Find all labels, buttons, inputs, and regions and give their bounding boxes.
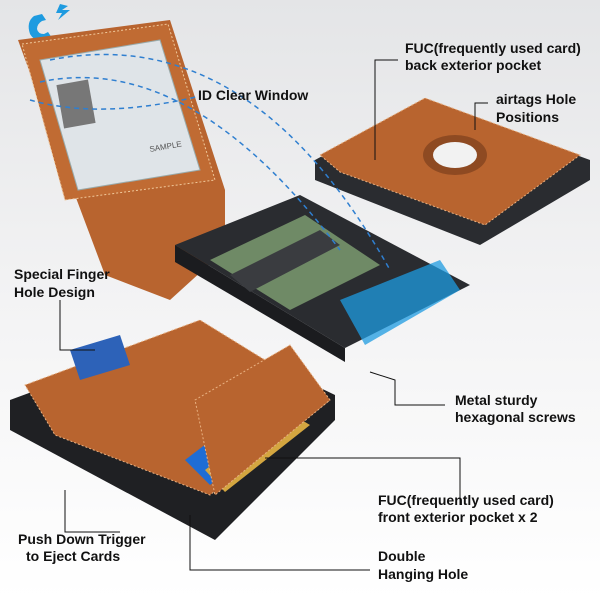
hanging-hole-label-1: Double [378, 548, 426, 564]
front-pocket-label-1: FUC(frequently used card) [378, 492, 554, 508]
leader-lines [59, 59, 488, 571]
airtag-label-1: airtags Hole [496, 91, 577, 107]
finger-hole-label-2: Hole Design [14, 284, 95, 300]
id-window-label: ID Clear Window [198, 87, 309, 103]
metal-cardholder-with-clip [175, 195, 470, 362]
magnet-lightning-icon [28, 4, 70, 42]
trigger-label-1: Push Down Trigger [18, 531, 146, 547]
screws-label-1: Metal sturdy [455, 392, 538, 408]
finger-hole-label-1: Special Finger [14, 266, 110, 282]
front-pocket-label-2: front exterior pocket x 2 [378, 509, 538, 525]
direction-arrows [29, 53, 391, 271]
airtag-wallet [315, 97, 590, 245]
back-pocket-label-1: FUC(frequently used card) [405, 40, 581, 56]
airtag-label-2: Positions [496, 109, 560, 125]
front-pocket-wallet [10, 319, 335, 540]
back-pocket-label-2: back exterior pocket [405, 57, 542, 73]
id-card-photo [56, 79, 96, 129]
hanging-hole-label-2: Hanging Hole [378, 566, 469, 582]
trigger-label-2: to Eject Cards [26, 548, 121, 564]
screws-label-2: hexagonal screws [455, 409, 576, 425]
